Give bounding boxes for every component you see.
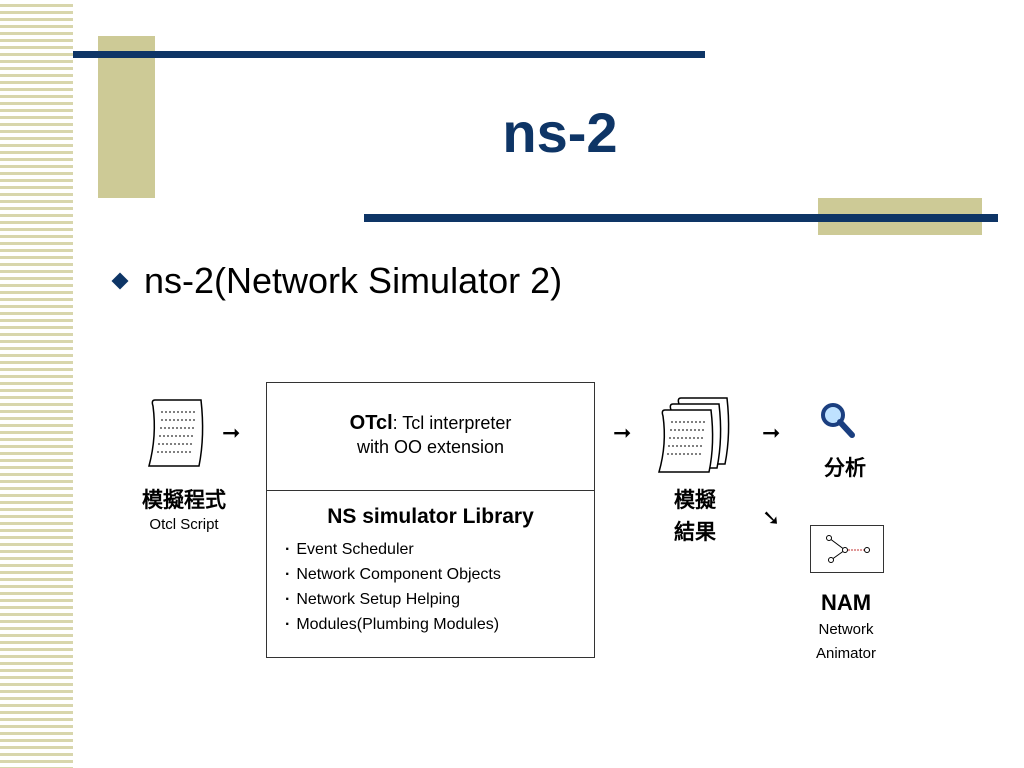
library-item: Modules(Plumbing Modules) (285, 612, 594, 637)
arrow-right-icon: ➞ (613, 421, 632, 446)
simulator-box: OTcl: Tcl interpreter with OO extension … (266, 382, 595, 658)
arrow-down-right-icon: ➘ (762, 506, 781, 531)
library-items: Event Scheduler Network Component Object… (285, 537, 594, 637)
analysis-label: 分析 (824, 456, 866, 480)
left-stripe-decoration (0, 0, 73, 768)
title-rule-bottom (364, 214, 998, 222)
nam-description-line2: Animator (815, 645, 877, 662)
script-label-cn: 模擬程式 (142, 488, 226, 512)
result-label-line1: 模擬 (674, 488, 716, 512)
title-rule-top (73, 51, 705, 58)
slide-title: ns-2 (502, 101, 618, 164)
arrow-right-icon: ➞ (222, 421, 241, 446)
library-item: Network Setup Helping (285, 587, 594, 612)
network-graph-icon (810, 525, 884, 573)
library-title: NS simulator Library (327, 505, 534, 528)
arrow-right-icon: ➞ (762, 421, 781, 446)
otcl-heading: OTcl (349, 412, 393, 434)
library-item: Network Component Objects (285, 562, 594, 587)
result-label-line2: 結果 (674, 520, 716, 544)
script-document-icon (145, 396, 209, 472)
nam-description-line1: Network (818, 621, 874, 638)
library-section: NS simulator Library Event Scheduler Net… (267, 491, 594, 637)
library-item: Event Scheduler (285, 537, 594, 562)
otcl-section: OTcl: Tcl interpreter with OO extension (267, 383, 594, 491)
otcl-description: : Tcl interpreter (392, 413, 512, 433)
bullet-text: ns-2(Network Simulator 2) (144, 260, 563, 301)
nam-title: NAM (820, 590, 872, 615)
script-label-en: Otcl Script (149, 516, 219, 533)
magnifier-icon (817, 400, 857, 440)
title-accent-block-left (98, 36, 155, 198)
diamond-bullet-icon (111, 272, 129, 290)
result-documents-icon (655, 394, 735, 474)
bullet-item: ns-2(Network Simulator 2) (110, 260, 562, 302)
otcl-description-line2: with OO extension (356, 437, 505, 457)
